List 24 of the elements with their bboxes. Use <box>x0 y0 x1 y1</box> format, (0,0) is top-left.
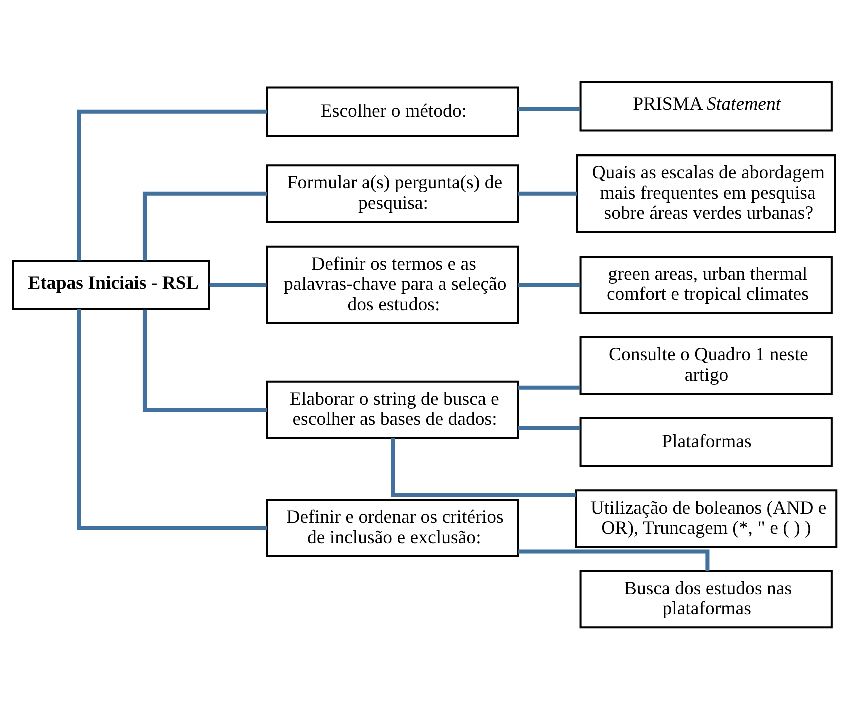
connector <box>518 106 581 111</box>
connector <box>518 385 581 390</box>
connector <box>77 109 268 260</box>
node-box: Busca dos estudos nas plataformas <box>580 570 833 628</box>
node-box: Etapas Iniciais - RSL <box>12 259 210 310</box>
connector <box>518 426 581 430</box>
connector <box>142 309 268 412</box>
node-box: Elaborar o string de busca e escolher as bases de dados: <box>266 380 520 439</box>
connector <box>77 308 268 530</box>
node-box: green areas, urban thermal comfort e tropical climates <box>580 255 833 314</box>
node-box: Quais as escalas de abordagem mais frequentes em pesquisa sobre áreas verdes urbanas? <box>576 154 836 233</box>
connector <box>518 282 581 287</box>
node-box: Escolher o método: <box>266 86 520 137</box>
connector <box>518 191 577 196</box>
connector <box>142 191 268 260</box>
node-box: PRISMA Statement <box>580 80 833 132</box>
node-box: Plataformas <box>580 416 833 467</box>
connector <box>391 438 576 497</box>
node-box: Definir os termos e as palavras-chave para a seleção dos estudos: <box>266 245 520 324</box>
node-box: Formular a(s) pergunta(s) de pesquisa: <box>266 164 520 223</box>
node-box: Definir e ordenar os critérios de inclusão e exclusão: <box>266 498 520 557</box>
node-box: Consulte o Quadro 1 neste artigo <box>580 336 833 394</box>
node-box: Utilização de boleanos (AND e OR), Truncagem (*, " e ( ) ) <box>575 489 838 548</box>
connector <box>210 282 267 287</box>
